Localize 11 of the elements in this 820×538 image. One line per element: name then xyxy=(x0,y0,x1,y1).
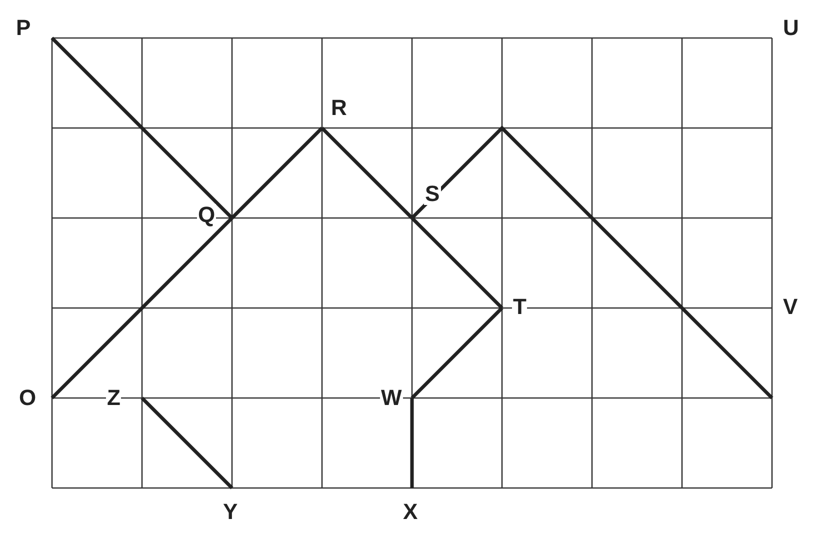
line-segment xyxy=(410,398,414,488)
point-label: S xyxy=(424,183,441,205)
line-segment xyxy=(410,306,504,400)
line-segment xyxy=(230,126,324,220)
line-segment xyxy=(320,126,414,220)
line-segment xyxy=(50,216,234,400)
line-segment xyxy=(410,216,504,310)
line-segment xyxy=(50,36,234,220)
line-segment xyxy=(410,126,774,400)
line-segment xyxy=(140,396,234,490)
point-label: Q xyxy=(197,204,216,226)
